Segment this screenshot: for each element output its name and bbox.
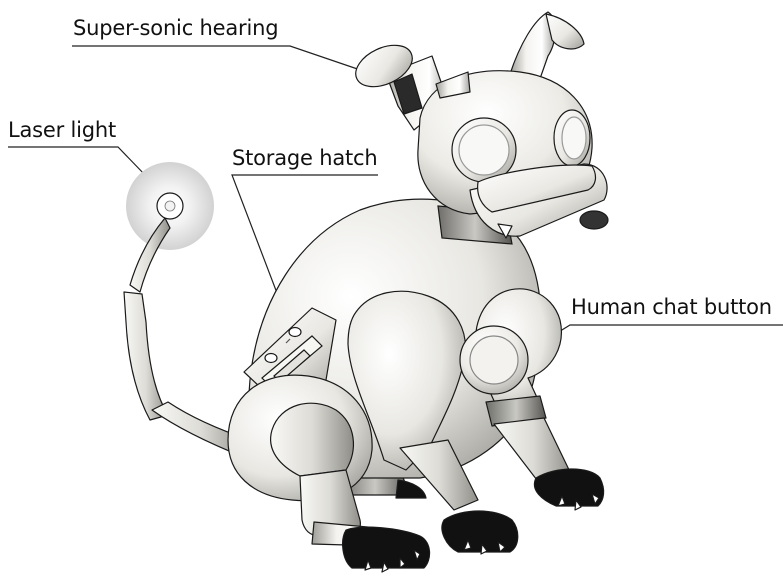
label-human-chat-button: Human chat button — [571, 295, 772, 319]
label-laser-light: Laser light — [8, 118, 116, 142]
label-super-sonic-hearing: Super-sonic hearing — [73, 16, 278, 40]
near-front-leg — [475, 289, 603, 510]
eye-right — [554, 110, 590, 166]
eye-left — [452, 118, 516, 182]
leader-super-sonic-hearing — [72, 46, 378, 76]
label-storage-hatch: Storage hatch — [232, 146, 378, 170]
hatch-button-right[interactable] — [289, 328, 301, 337]
hatch-button-left[interactable] — [265, 354, 277, 363]
human-chat-button[interactable] — [460, 326, 528, 394]
laser-light-lens — [165, 201, 175, 211]
